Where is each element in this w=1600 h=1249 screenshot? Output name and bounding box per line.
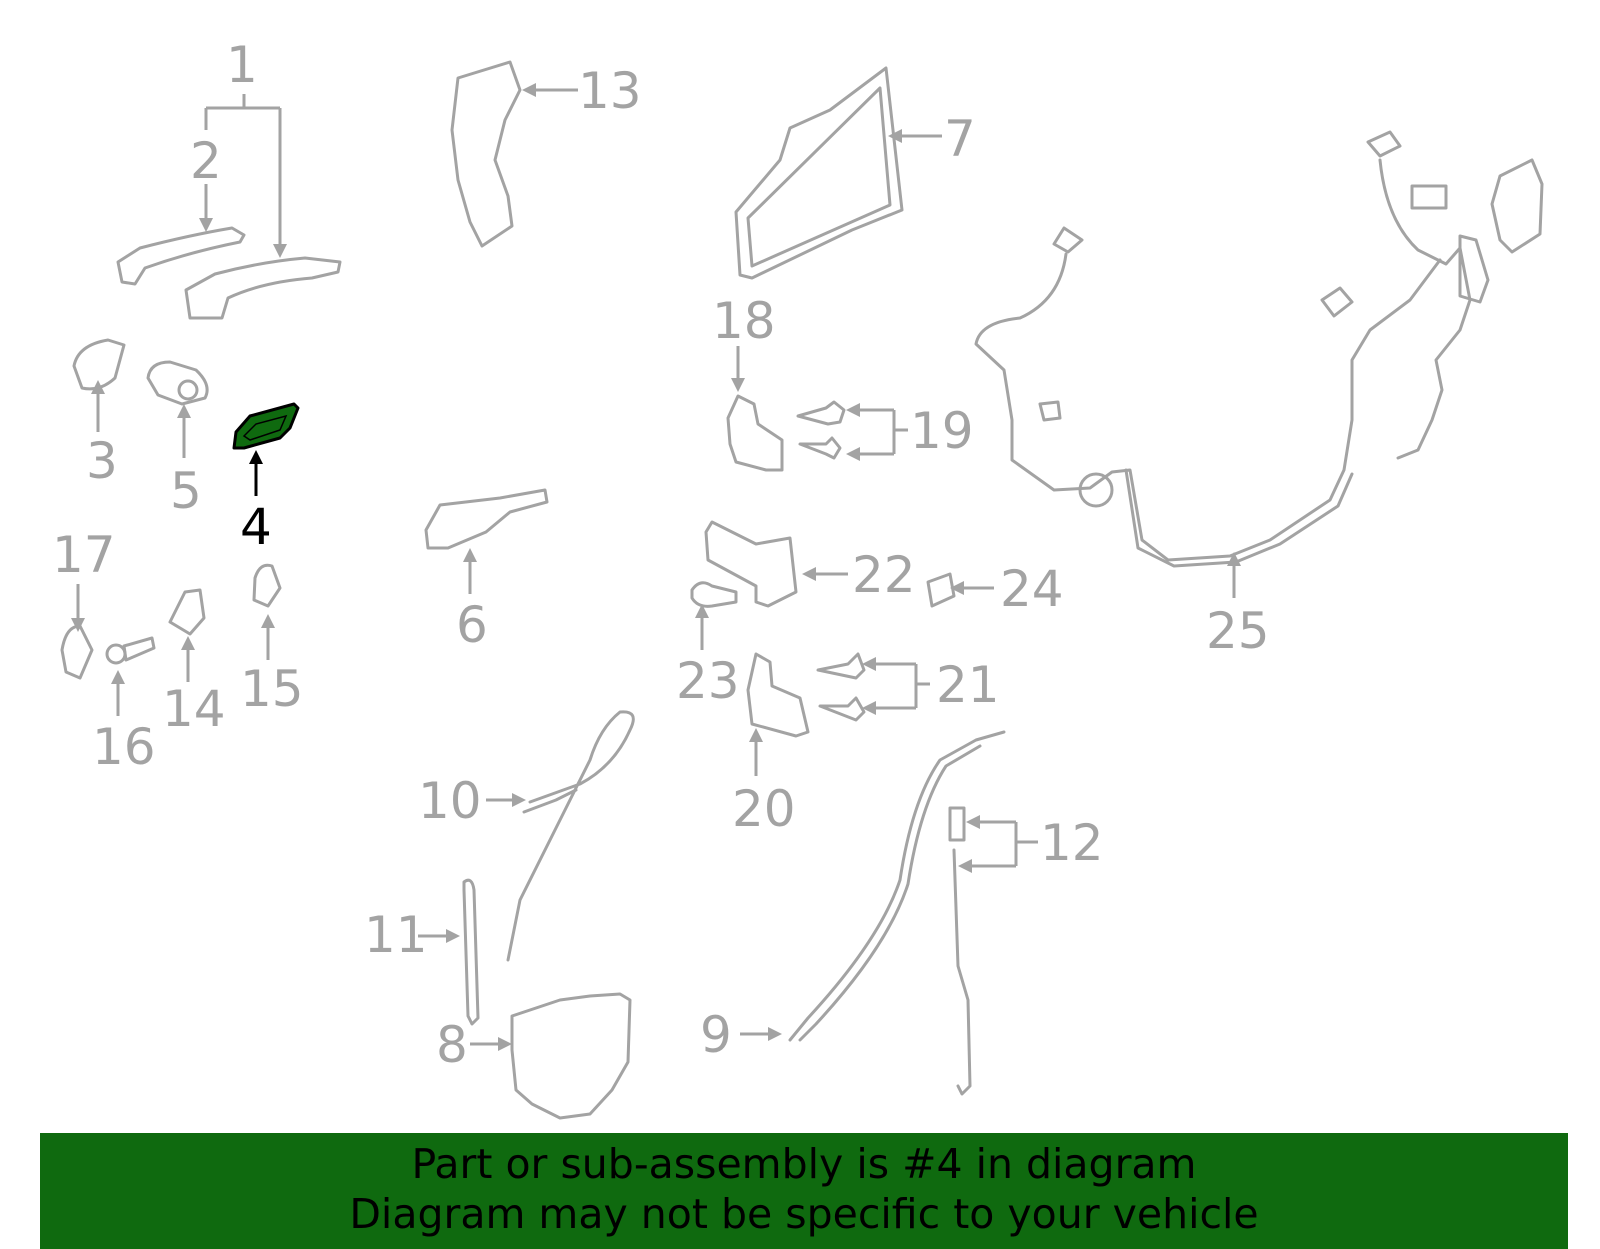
callout-21: 21 bbox=[936, 656, 1000, 714]
callout-16: 16 bbox=[92, 718, 156, 776]
part-18-hinge bbox=[726, 394, 784, 472]
callout-5: 5 bbox=[170, 462, 202, 520]
callout-12: 12 bbox=[1040, 814, 1104, 872]
callout-4: 4 bbox=[240, 498, 272, 556]
leader-19 bbox=[858, 408, 908, 456]
leader-21 bbox=[874, 662, 930, 710]
callout-3: 3 bbox=[86, 432, 118, 490]
leader-lines bbox=[71, 83, 1241, 1051]
part-10-cable bbox=[506, 710, 635, 962]
part-21-bolts bbox=[816, 652, 866, 680]
part-2-handle-cap bbox=[116, 226, 246, 286]
part-19-bolts bbox=[796, 400, 846, 426]
callout-19: 19 bbox=[910, 402, 974, 460]
part-1-handle bbox=[184, 256, 342, 320]
part-24-clip bbox=[926, 572, 956, 608]
part-4-highlighted bbox=[232, 402, 300, 450]
part-14-striker bbox=[168, 588, 206, 636]
part-16-screw bbox=[105, 643, 127, 665]
part-13-bracket bbox=[450, 60, 522, 248]
callout-17: 17 bbox=[52, 526, 116, 584]
callout-20: 20 bbox=[732, 780, 796, 838]
callout-25: 25 bbox=[1206, 602, 1270, 660]
leader-1 bbox=[204, 94, 282, 246]
part-22-check-arm bbox=[704, 520, 798, 608]
part-3-bezel bbox=[72, 338, 126, 391]
part-11-rod bbox=[462, 878, 480, 1026]
banner-line-1: Part or sub-assembly is #4 in diagram bbox=[411, 1140, 1197, 1188]
callout-numbers: 1 2 3 4 5 6 7 8 9 10 11 12 13 14 15 16 1… bbox=[52, 36, 1270, 1074]
part-25-harness bbox=[1052, 226, 1084, 254]
info-banner: Part or sub-assembly is #4 in diagram Di… bbox=[40, 1133, 1568, 1249]
part-8-lock bbox=[510, 992, 632, 1120]
callout-15: 15 bbox=[240, 660, 304, 718]
callout-24: 24 bbox=[1000, 560, 1064, 618]
leader-12 bbox=[970, 820, 1038, 868]
callout-6: 6 bbox=[456, 596, 488, 654]
callout-10: 10 bbox=[418, 772, 482, 830]
banner-line-2: Diagram may not be specific to your vehi… bbox=[349, 1190, 1259, 1238]
part-23-bolt bbox=[690, 581, 738, 608]
part-7-seal bbox=[734, 66, 904, 280]
part-17-clip bbox=[60, 624, 94, 680]
part-15-plate bbox=[252, 563, 282, 608]
part-20-hinge bbox=[746, 652, 810, 738]
callout-2: 2 bbox=[190, 132, 222, 190]
callout-9: 9 bbox=[700, 1006, 732, 1064]
callout-8: 8 bbox=[436, 1016, 468, 1074]
callout-18: 18 bbox=[712, 292, 776, 350]
callout-1: 1 bbox=[226, 36, 258, 94]
callout-7: 7 bbox=[944, 110, 976, 168]
callout-13: 13 bbox=[578, 62, 642, 120]
part-12-rod bbox=[948, 806, 966, 842]
part-5-lock-cylinder bbox=[146, 360, 209, 406]
part-9-cable bbox=[788, 730, 1006, 1042]
callout-11: 11 bbox=[364, 906, 428, 964]
callout-22: 22 bbox=[852, 546, 916, 604]
part-4-gasket bbox=[232, 402, 300, 450]
part-outlines bbox=[60, 60, 1544, 1120]
part-6-handle-frame bbox=[424, 488, 549, 550]
callout-23: 23 bbox=[676, 652, 740, 710]
callout-14: 14 bbox=[162, 680, 226, 738]
parts-diagram: 1 2 3 4 5 6 7 8 9 10 11 12 13 14 15 16 1… bbox=[52, 36, 1544, 1120]
